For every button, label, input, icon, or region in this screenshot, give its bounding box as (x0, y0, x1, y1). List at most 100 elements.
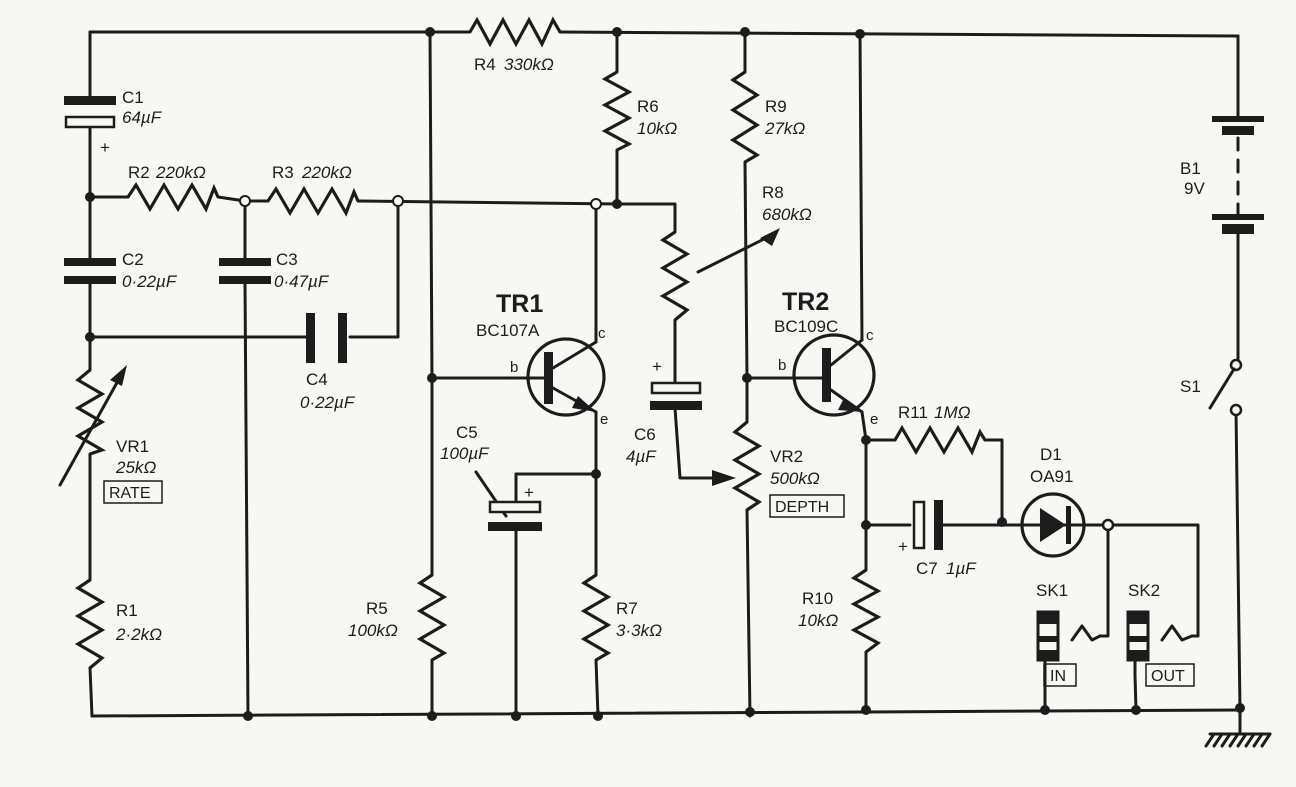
vr1-value: 25kΩ (115, 458, 156, 477)
c5-polarity: + (524, 483, 534, 502)
tr1-ref: TR1 (496, 290, 543, 318)
vr1-resistor (74, 368, 106, 456)
c7-ref: C7 (916, 559, 938, 578)
vr1-tag-box (103, 480, 163, 504)
s1-switch (1208, 358, 1243, 417)
r4-resistor (468, 16, 562, 48)
c1-ref: C1 (122, 88, 144, 107)
r9-value: 27kΩ (764, 119, 805, 138)
sk1-tag: IN (1050, 668, 1066, 685)
tr2-pin-b: b (778, 357, 786, 374)
vr2-value: 500kΩ (770, 469, 820, 488)
r11-value: 1MΩ (934, 403, 971, 422)
r8-wiper-icon (696, 234, 772, 274)
r3-ref: R3 (272, 163, 294, 182)
r10-resistor (850, 568, 882, 654)
c1-value: 64µF (122, 108, 163, 127)
vr2-tag: DEPTH (775, 499, 829, 516)
c1-plate-pos (64, 115, 116, 129)
d1-part: OA91 (1030, 467, 1073, 486)
c3-value: 0·47µF (274, 272, 330, 291)
r8-wiper-tip-icon (760, 228, 780, 246)
c2-value: 0·22µF (122, 272, 178, 291)
c2-ref: C2 (122, 250, 144, 269)
tr1-transistor (510, 337, 606, 417)
capacitors (64, 96, 943, 550)
c1-plate-neg (64, 96, 116, 105)
sk2-socket (1126, 610, 1194, 677)
tr2-pin-c: c (866, 327, 874, 344)
r3-resistor (266, 185, 360, 217)
r6-value: 10kΩ (637, 119, 677, 138)
c5-value: 100µF (440, 444, 490, 463)
tr2-part: BC109C (774, 317, 838, 336)
c7-plate-neg (934, 500, 943, 550)
labels: C1 64µF + R2 220kΩ R3 220kΩ R4 330kΩ R6 … (100, 55, 1205, 687)
tr2-pin-e: e (870, 411, 878, 428)
c3-plate-a (219, 258, 271, 266)
c6-polarity: + (652, 357, 662, 376)
c2-plate-a (64, 258, 116, 266)
c6-value: 4µF (626, 447, 657, 466)
tr1-pin-c: c (598, 325, 606, 342)
d1-ref: D1 (1040, 445, 1062, 464)
r5-value: 100kΩ (348, 621, 398, 640)
r9-resistor (729, 70, 761, 164)
r2-ref: R2 (128, 163, 150, 182)
r8-resistor (659, 230, 691, 322)
junction-dots (85, 27, 1245, 721)
c5-plate-neg (488, 522, 542, 531)
r2-value: 220kΩ (155, 163, 206, 182)
r2-resistor (126, 181, 220, 213)
tr2-emitter-arrow-icon (838, 398, 862, 412)
r3-value: 220kΩ (301, 163, 352, 182)
vr1-ref: VR1 (116, 437, 149, 456)
c7-plate-pos (912, 500, 926, 550)
sk1-ref: SK1 (1036, 581, 1068, 600)
r6-ref: R6 (637, 97, 659, 116)
vr2-ref: VR2 (770, 447, 803, 466)
r8-ref: R8 (762, 183, 784, 202)
c4-plate-a (306, 313, 315, 363)
r6-resistor (601, 70, 633, 152)
r7-ref: R7 (616, 599, 638, 618)
resistors (74, 16, 987, 670)
r4-ref: R4 (474, 55, 496, 74)
c5-ref: C5 (456, 423, 478, 442)
ground-icon (1204, 732, 1272, 748)
r10-ref: R10 (802, 589, 833, 608)
b1-battery (1212, 116, 1264, 234)
c4-plate-b (338, 313, 347, 363)
tr1-pin-e: e (600, 411, 608, 428)
wires (88, 30, 1242, 736)
vr2-wiper-icon (712, 470, 736, 486)
c6-plate-neg (650, 401, 702, 410)
r5-resistor (416, 573, 448, 662)
vr1-tag: RATE (109, 485, 150, 502)
b1-value: 9V (1184, 179, 1205, 198)
r7-value: 3·3kΩ (616, 621, 662, 640)
c4-ref: C4 (306, 370, 328, 389)
r5-ref: R5 (366, 599, 388, 618)
tr1-part: BC107A (476, 321, 540, 340)
c5-plate-pos (488, 500, 542, 514)
r1-resistor (74, 578, 106, 670)
sk1-socket (1036, 610, 1102, 677)
c3-ref: C3 (276, 250, 298, 269)
vr1-arrow-head-icon (110, 365, 127, 386)
tr2-transistor (792, 333, 876, 417)
c4-value: 0·22µF (300, 393, 356, 412)
vr2-resistor (731, 420, 763, 512)
vr2-tag-box (769, 494, 845, 518)
r1-value: 2·2kΩ (115, 625, 162, 644)
s1-ref: S1 (1180, 377, 1201, 396)
sk1-tag-box (1043, 663, 1077, 687)
tr1-emitter-arrow-icon (572, 396, 596, 412)
c7-polarity: + (898, 537, 908, 556)
c7-value: 1µF (946, 559, 977, 578)
r8-value: 680kΩ (762, 205, 812, 224)
sk2-ref: SK2 (1128, 581, 1160, 600)
tr2-ref: TR2 (782, 288, 829, 316)
r11-resistor (893, 424, 987, 456)
